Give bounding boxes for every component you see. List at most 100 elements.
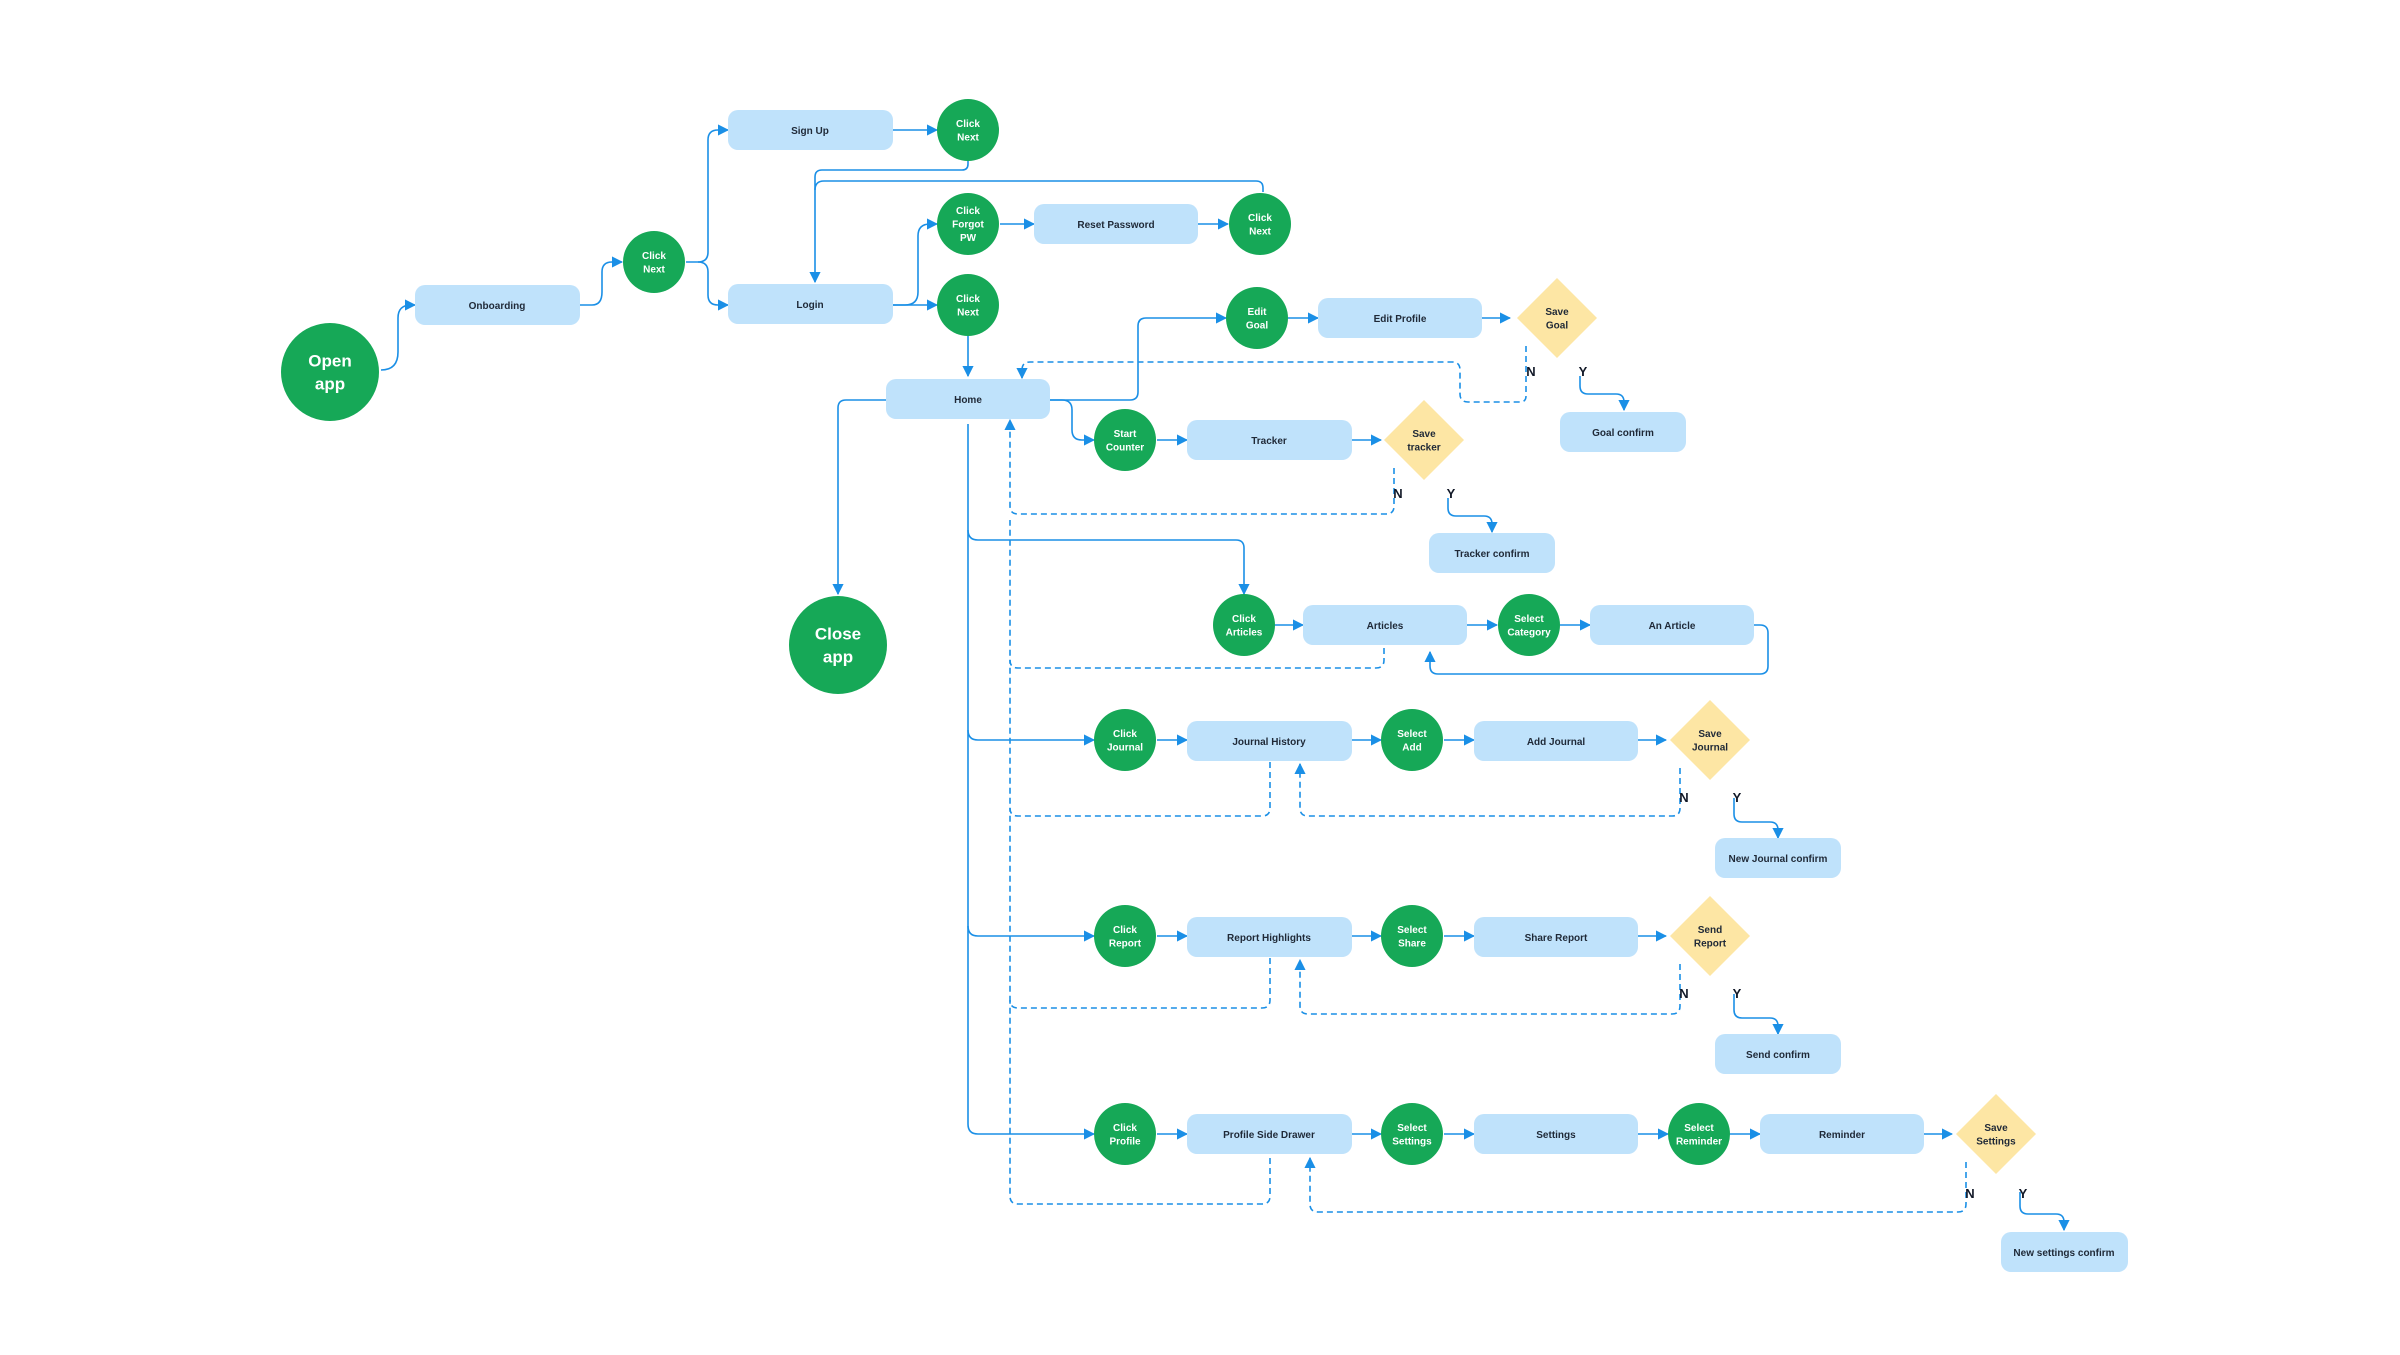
process-journal-history: Journal History bbox=[1187, 721, 1352, 761]
tracker-label: Tracker bbox=[1251, 436, 1287, 447]
tracker-confirm-label: Tracker confirm bbox=[1454, 549, 1529, 560]
process-tracker: Tracker bbox=[1187, 420, 1352, 460]
yes-label-save-journal: Y bbox=[1733, 790, 1742, 805]
process-signup: Sign Up bbox=[728, 110, 893, 150]
login-label: Login bbox=[796, 300, 823, 311]
process-tracker-confirm: Tracker confirm bbox=[1429, 533, 1555, 573]
dashed-return-connectors bbox=[1004, 346, 1967, 1213]
send-confirm-label: Send confirm bbox=[1746, 1050, 1810, 1061]
process-reminder: Reminder bbox=[1760, 1114, 1924, 1154]
no-label-save-journal: N bbox=[1679, 790, 1688, 805]
journal-history-label: Journal History bbox=[1232, 737, 1306, 748]
no-label-save-tracker: N bbox=[1393, 486, 1402, 501]
yes-label-save-settings: Y bbox=[2019, 1186, 2028, 1201]
process-articles: Articles bbox=[1303, 605, 1467, 645]
no-label-send-report: N bbox=[1679, 986, 1688, 1001]
profile-drawer-label: Profile Side Drawer bbox=[1223, 1130, 1315, 1141]
solid-connectors bbox=[380, 124, 2070, 1232]
branch-labels: N Y N Y N Y N Y N Y bbox=[1393, 364, 2027, 1201]
process-home: Home bbox=[886, 379, 1050, 419]
home-label: Home bbox=[954, 395, 982, 406]
no-label-save-goal: N bbox=[1526, 364, 1535, 379]
reset-password-label: Reset Password bbox=[1077, 220, 1154, 231]
process-onboarding: Onboarding bbox=[415, 285, 580, 325]
new-journal-confirm-label: New Journal confirm bbox=[1729, 854, 1828, 865]
process-goal-confirm: Goal confirm bbox=[1560, 412, 1686, 452]
yes-label-save-goal: Y bbox=[1579, 364, 1588, 379]
settings-label: Settings bbox=[1536, 1130, 1576, 1141]
process-login: Login bbox=[728, 284, 893, 324]
add-journal-label: Add Journal bbox=[1527, 737, 1586, 748]
process-share-report: Share Report bbox=[1474, 917, 1638, 957]
process-send-confirm: Send confirm bbox=[1715, 1034, 1841, 1074]
process-add-journal: Add Journal bbox=[1474, 721, 1638, 761]
goal-confirm-label: Goal confirm bbox=[1592, 428, 1654, 439]
signup-label: Sign Up bbox=[791, 126, 829, 137]
edit-profile-label: Edit Profile bbox=[1374, 314, 1427, 325]
reminder-label: Reminder bbox=[1819, 1130, 1865, 1141]
process-edit-profile: Edit Profile bbox=[1318, 298, 1482, 338]
an-article-label: An Article bbox=[1649, 621, 1696, 632]
articles-label: Articles bbox=[1367, 621, 1404, 632]
process-settings: Settings bbox=[1474, 1114, 1638, 1154]
share-report-label: Share Report bbox=[1525, 933, 1588, 944]
process-an-article: An Article bbox=[1590, 605, 1754, 645]
process-profile-drawer: Profile Side Drawer bbox=[1187, 1114, 1352, 1154]
report-highlights-label: Report Highlights bbox=[1227, 933, 1311, 944]
new-settings-confirm-label: New settings confirm bbox=[2013, 1248, 2114, 1259]
yes-label-send-report: Y bbox=[1733, 986, 1742, 1001]
no-label-save-settings: N bbox=[1965, 1186, 1974, 1201]
process-new-journal-confirm: New Journal confirm bbox=[1715, 838, 1841, 878]
onboarding-label: Onboarding bbox=[469, 301, 526, 312]
process-reset-password: Reset Password bbox=[1034, 204, 1198, 244]
process-report-highlights: Report Highlights bbox=[1187, 917, 1352, 957]
process-new-settings-confirm: New settings confirm bbox=[2001, 1232, 2128, 1272]
